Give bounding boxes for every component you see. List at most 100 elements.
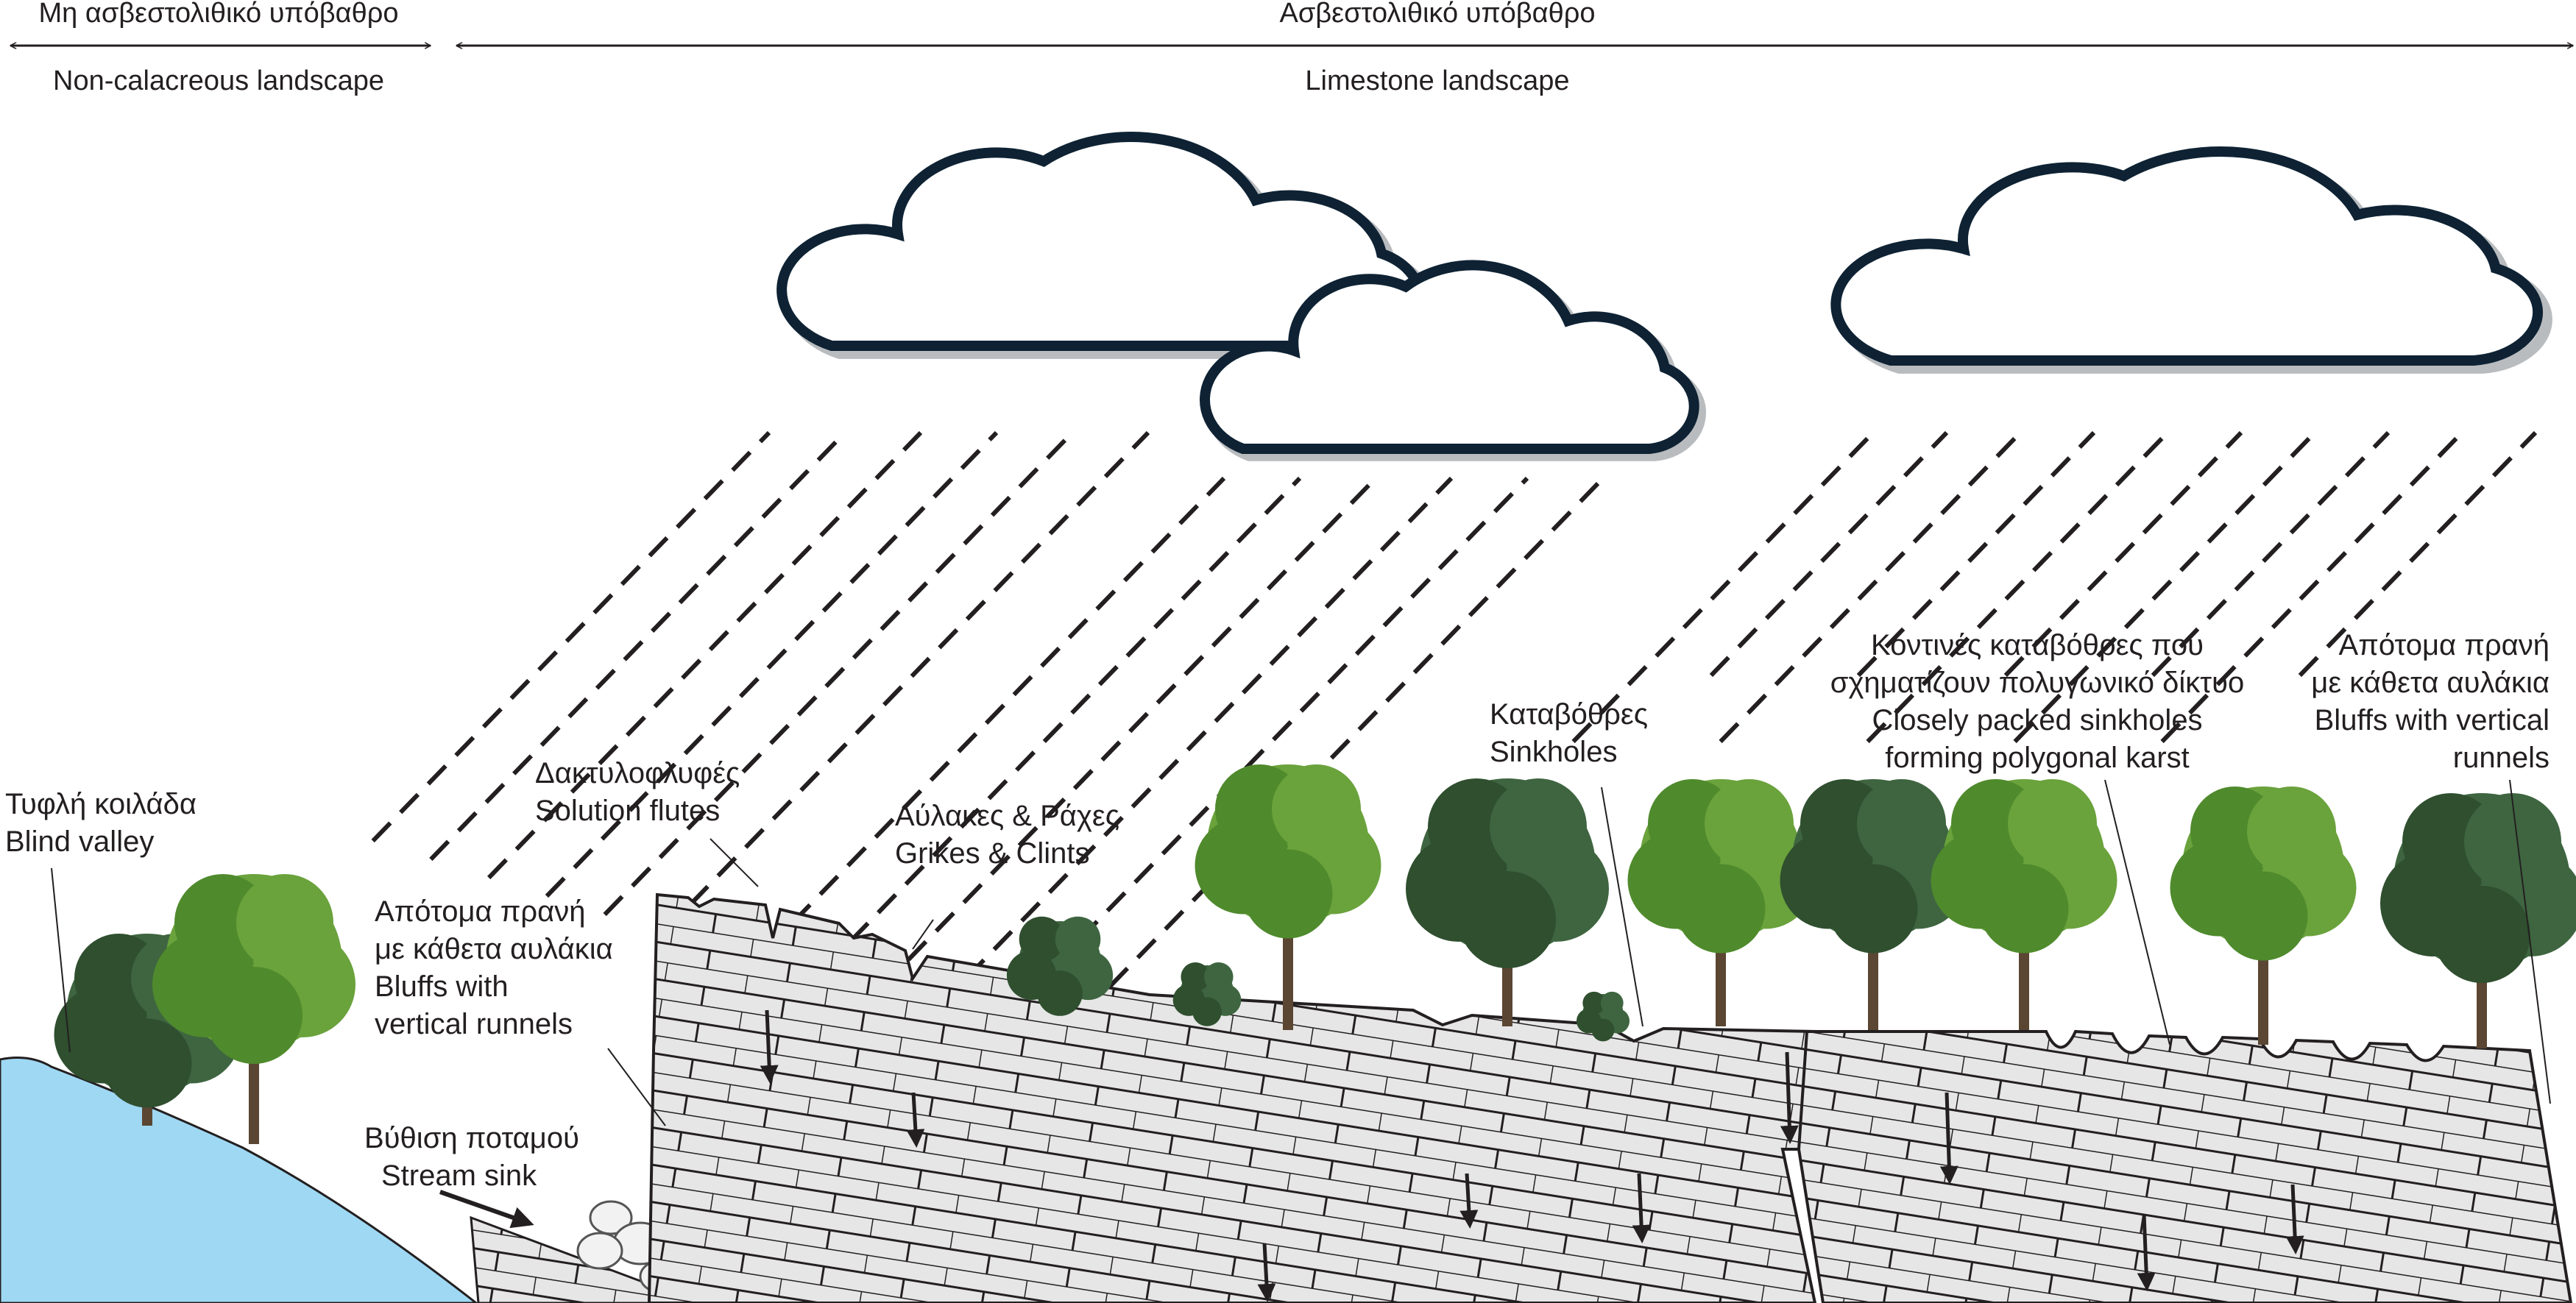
tree-icon xyxy=(2170,787,2357,1045)
label-bluffs-right: Απότομα πρανή με κάθετα αυλάκια Bluffs w… xyxy=(2311,629,2551,1104)
non-limestone-title-en: Non-calacreous landscape xyxy=(53,65,384,96)
foliage xyxy=(2008,779,2097,868)
rain-line xyxy=(1571,430,1875,744)
foliage xyxy=(1979,864,2069,954)
bush-icon xyxy=(1006,916,1114,1016)
blind-valley-water xyxy=(0,1057,478,1303)
label-solution-flutes: Δακτυλοφλυφές Solution flutes xyxy=(535,757,759,887)
limestone-block-left xyxy=(647,892,1817,1303)
stream-sink-en: Stream sink xyxy=(381,1160,537,1192)
rain-line xyxy=(1719,430,2023,744)
tree-icon xyxy=(1780,779,1967,1030)
rain-lines xyxy=(371,430,2538,1045)
cloud-outline xyxy=(782,137,1420,346)
foliage xyxy=(1490,778,1587,876)
foliage xyxy=(1272,764,1361,853)
label-bluffs-left: Απότομα πρανή με κάθετα αυλάκια Bluffs w… xyxy=(375,895,666,1126)
bluffs-left-en1: Bluffs with xyxy=(375,970,509,1003)
tree-icon xyxy=(2380,793,2576,1048)
label-polygonal-karst: Κοντινές καταβόθρες που σχηματίζουν πολυ… xyxy=(1830,629,2244,1045)
foliage xyxy=(1203,962,1234,992)
rain-line xyxy=(821,476,1302,972)
foliage xyxy=(2433,886,2530,983)
bluffs-left-en2: vertical runnels xyxy=(375,1008,573,1040)
foliage xyxy=(2247,787,2336,876)
foliage xyxy=(1192,997,1222,1026)
tree-icon xyxy=(1406,778,1609,1026)
rain-line xyxy=(2160,430,2464,744)
leader-line xyxy=(2104,779,2170,1045)
rain-line xyxy=(486,430,923,880)
foliage xyxy=(1676,864,1766,954)
bluffs-right-en2: runnels xyxy=(2453,742,2550,774)
foliage xyxy=(205,967,302,1064)
foliage xyxy=(2218,871,2308,961)
label-stream-sink: Βύθιση ποταμού Stream sink xyxy=(364,1122,579,1229)
sinkholes-gr: Καταβόθρες xyxy=(1490,698,1648,731)
foliage xyxy=(1037,970,1083,1016)
bluffs-right-en1: Bluffs with vertical xyxy=(2315,704,2550,736)
down-arrow-icon xyxy=(2285,1184,2304,1254)
rain-line xyxy=(371,430,771,843)
label-blind-valley: Τυφλή κοιλάδα Blind valley xyxy=(5,788,197,1053)
label-grikes-clints: Αύλακες & Ράχες Grikes & Clints xyxy=(895,800,1119,950)
grikes-clints-gr: Αύλακες & Ράχες xyxy=(895,800,1119,832)
down-arrow-icon xyxy=(906,1092,925,1148)
blind-valley-en: Blind valley xyxy=(5,826,154,858)
rain-line xyxy=(2003,430,2243,678)
polygonal-en2: forming polygonal karst xyxy=(1885,742,2190,774)
non-limestone-title-gr: Μη ασβεστολιθικό υπόβαθρο xyxy=(39,0,399,29)
foliage xyxy=(102,1018,192,1108)
leader-line xyxy=(912,919,934,950)
down-arrow-icon xyxy=(1257,1243,1276,1302)
foliage xyxy=(1828,864,1918,954)
tree-icon xyxy=(1931,779,2117,1030)
foliage xyxy=(1181,962,1211,992)
bush-icon xyxy=(1172,962,1242,1026)
foliage xyxy=(1243,849,1333,939)
stream-sink-arrow xyxy=(439,1190,534,1229)
foliage xyxy=(236,874,333,971)
leader-line xyxy=(607,1048,666,1126)
rain-line xyxy=(545,430,999,898)
foliage xyxy=(1591,1018,1615,1042)
cloud-outline xyxy=(1836,152,2538,361)
foliage xyxy=(2464,793,2561,890)
rain-line xyxy=(2298,430,2538,678)
foliage xyxy=(1600,991,1624,1015)
down-arrow-icon xyxy=(1632,1173,1651,1243)
polygonal-gr2: σχηματίζουν πολυγωνικό δίκτυο xyxy=(1830,667,2244,699)
trees xyxy=(54,764,2576,1144)
solution-flutes-gr: Δακτυλοφλυφές xyxy=(535,757,740,789)
rain-line xyxy=(2013,430,2317,744)
tree-icon xyxy=(152,874,355,1144)
label-sinkholes: Καταβόθρες Sinkholes xyxy=(1490,698,1648,1027)
limestone-block-right xyxy=(1797,1029,2573,1303)
rain-line xyxy=(1856,430,2096,678)
polygonal-en1: Closely packed sinkholes xyxy=(1872,704,2202,736)
foliage xyxy=(1055,916,1101,962)
cloud-icon xyxy=(1836,152,2547,368)
down-arrow-icon xyxy=(1459,1173,1479,1229)
cloud-outline xyxy=(1205,265,1694,449)
solution-flutes-en: Solution flutes xyxy=(535,795,720,827)
rain-line xyxy=(429,430,847,862)
grikes-clints-en: Grikes & Clints xyxy=(895,837,1090,870)
leader-line xyxy=(2509,779,2551,1104)
down-arrow-icon xyxy=(2137,1213,2156,1291)
cloud-icon xyxy=(782,137,1428,353)
header: Μη ασβεστολιθικό υπόβαθρο Non-calacreous… xyxy=(10,0,2573,96)
bluffs-right-gr2: με κάθετα αυλάκια xyxy=(2311,667,2550,699)
polygonal-gr1: Κοντινές καταβόθρες που xyxy=(1871,629,2204,661)
foliage xyxy=(1459,871,1556,968)
bluffs-left-gr1: Απότομα πρανή xyxy=(375,895,585,928)
blind-valley-gr: Τυφλή κοιλάδα xyxy=(5,788,197,820)
rain-line xyxy=(661,430,1150,935)
rain-line xyxy=(1052,476,1605,1045)
rain-line xyxy=(1866,430,2170,744)
clouds xyxy=(782,137,2547,455)
foliage xyxy=(1857,779,1946,868)
tree-icon xyxy=(1195,764,1381,1030)
down-arrow-icon xyxy=(760,1009,779,1084)
